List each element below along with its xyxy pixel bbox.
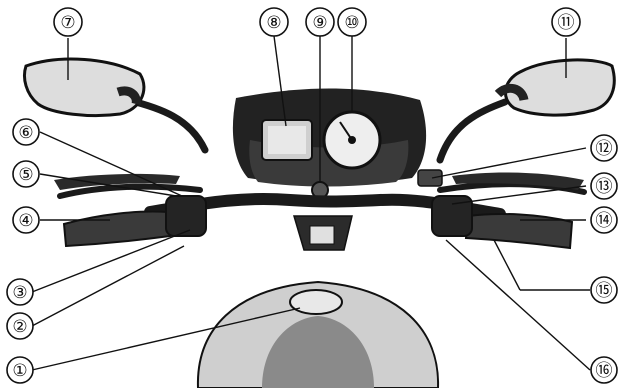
callout-11: ⑪ — [552, 8, 580, 36]
left-switch-block — [166, 196, 206, 236]
svg-text:④: ④ — [18, 211, 33, 231]
callout-15: ⑮ — [591, 277, 617, 303]
right-mirror-stem — [440, 102, 505, 160]
callout-1: ① — [7, 357, 33, 383]
callout-3: ③ — [7, 279, 33, 305]
callout-13: ⑬ — [591, 173, 617, 199]
callout-5: ⑤ — [13, 161, 39, 187]
callout-2: ② — [7, 313, 33, 339]
fuel-cap — [290, 290, 342, 314]
brake-reservoir — [418, 170, 442, 186]
svg-text:⑫: ⑫ — [596, 139, 613, 159]
callout-7: ⑦ — [54, 8, 82, 36]
right-grip — [466, 214, 572, 248]
svg-text:⑥: ⑥ — [18, 123, 33, 143]
svg-text:③: ③ — [12, 283, 27, 303]
lcd-display-inner — [268, 126, 306, 154]
callout-8: ⑧ — [260, 8, 288, 36]
svg-text:⑨: ⑨ — [312, 13, 327, 33]
callout-16: ⑯ — [591, 357, 617, 383]
svg-text:⑪: ⑪ — [558, 13, 575, 33]
leader-2 — [32, 246, 184, 326]
svg-text:①: ① — [12, 361, 27, 381]
svg-text:⑮: ⑮ — [596, 281, 613, 301]
callout-6: ⑥ — [13, 119, 39, 145]
svg-text:⑭: ⑭ — [596, 211, 613, 231]
left-mirror-stem — [128, 100, 205, 150]
callout-14: ⑭ — [591, 207, 617, 233]
callout-9: ⑨ — [306, 8, 334, 36]
ignition-emblem — [310, 226, 334, 244]
leader-16 — [446, 240, 590, 370]
svg-text:⑬: ⑬ — [596, 177, 613, 197]
leader-15b — [494, 240, 520, 290]
callout-4: ④ — [13, 207, 39, 233]
svg-text:⑩: ⑩ — [344, 13, 359, 33]
svg-text:⑧: ⑧ — [266, 13, 281, 33]
svg-text:⑯: ⑯ — [596, 361, 613, 381]
svg-text:⑦: ⑦ — [60, 13, 75, 33]
left-grip — [64, 212, 170, 247]
callout-12: ⑫ — [591, 135, 617, 161]
svg-text:②: ② — [12, 317, 27, 337]
svg-text:⑤: ⑤ — [18, 165, 33, 185]
callout-10: ⑩ — [338, 8, 366, 36]
